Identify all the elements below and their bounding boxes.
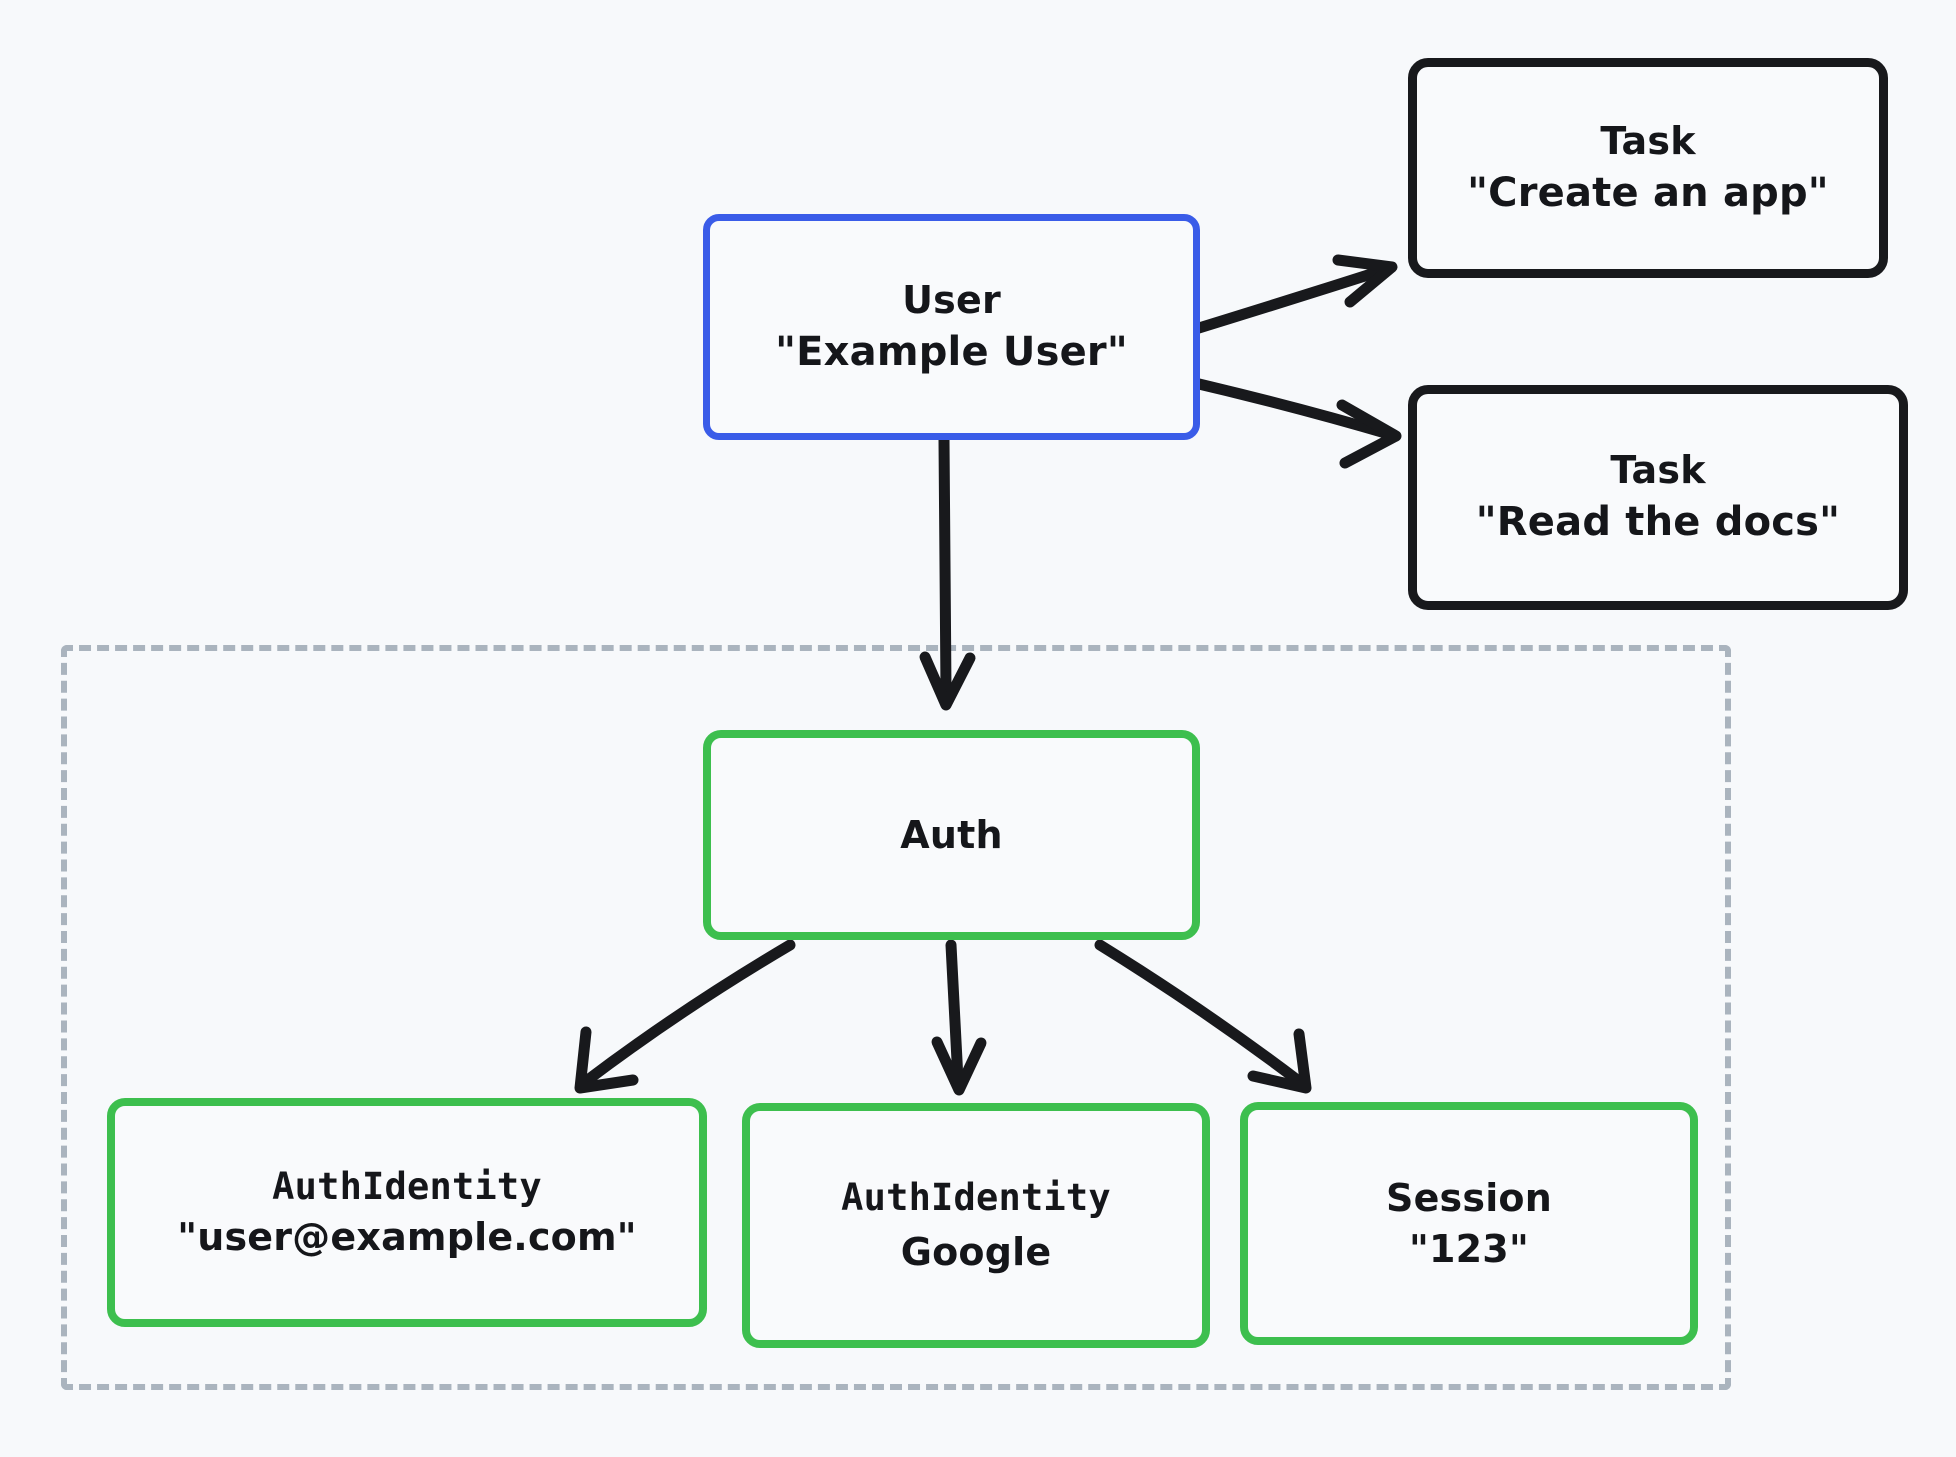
edge-user-to-task-read-docs — [1176, 374, 1402, 469]
node-auth-identity-email[interactable]: AuthIdentity "user@example.com" — [107, 1098, 707, 1327]
node-auth-identity-email-type: AuthIdentity — [272, 1165, 542, 1209]
node-task-create-app[interactable]: Task "Create an app" — [1408, 58, 1888, 278]
node-auth-identity-google-value: Google — [900, 1229, 1052, 1274]
node-session-value: "123" — [1409, 1226, 1529, 1271]
node-auth-identity-email-value: "user@example.com" — [177, 1214, 637, 1259]
auth-group-container — [61, 645, 1731, 1390]
node-auth-identity-google[interactable]: AuthIdentity Google — [742, 1103, 1210, 1348]
node-task-create-app-type: Task — [1600, 118, 1696, 163]
node-task-read-docs[interactable]: Task "Read the docs" — [1408, 385, 1908, 610]
node-user-type: User — [902, 277, 1001, 322]
node-user-value: "Example User" — [775, 328, 1128, 375]
node-task-read-docs-type: Task — [1610, 448, 1706, 493]
node-session[interactable]: Session "123" — [1240, 1102, 1698, 1345]
node-user[interactable]: User "Example User" — [703, 214, 1200, 440]
edge-user-to-task-create-app — [1180, 254, 1398, 338]
node-task-read-docs-value: "Read the docs" — [1475, 499, 1841, 546]
node-auth[interactable]: Auth — [703, 730, 1200, 940]
node-task-create-app-value: "Create an app" — [1467, 169, 1829, 216]
node-auth-identity-google-type: AuthIdentity — [841, 1176, 1111, 1220]
node-session-type: Session — [1386, 1175, 1552, 1220]
node-auth-type: Auth — [900, 812, 1003, 857]
